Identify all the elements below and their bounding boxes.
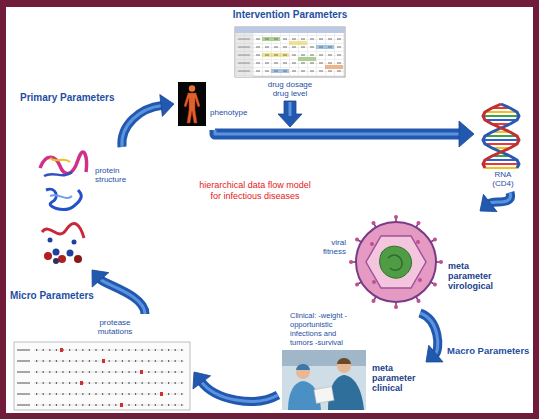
- protein-node: protein structure: [32, 147, 144, 270]
- arrow-highlight: [122, 105, 162, 147]
- flow-arrow: [480, 192, 511, 211]
- image-caption: drug dosage drug level: [265, 80, 315, 98]
- arrow-head: [426, 345, 443, 362]
- arrow-highlight: [215, 130, 460, 134]
- flow-arrow: [92, 270, 145, 314]
- arrow-head: [459, 121, 474, 147]
- arrow-head: [92, 270, 109, 287]
- arrow-head: [193, 372, 211, 389]
- arrow-highlight: [489, 192, 510, 203]
- phenotype-figure: [178, 82, 206, 126]
- arrow-body: [201, 382, 278, 402]
- image-caption: phenotype: [210, 108, 247, 117]
- clinical-list: Clinical: -weight -opportunistic infecti…: [290, 311, 352, 347]
- protease-alignment: [14, 342, 190, 410]
- arrow-highlight: [100, 279, 145, 314]
- diagram-note: hierarchical data flow model for infecti…: [196, 180, 314, 202]
- intervention-arrow: [278, 101, 302, 127]
- rna-helix: [483, 104, 519, 168]
- arrow-body: [215, 130, 460, 134]
- clinical-photo: [282, 350, 366, 410]
- rna-node: RNA (CD4): [474, 100, 528, 192]
- image-caption: protease mutations: [90, 318, 140, 336]
- protease-node: protease mutations: [10, 314, 194, 414]
- image-caption: viral fitness: [314, 238, 346, 256]
- meta-parameter: meta parameter virological: [448, 262, 498, 292]
- category-label: Intervention Parameters: [210, 9, 370, 21]
- category-label: Micro Parameters: [10, 290, 94, 302]
- flow-arrow: [122, 95, 174, 147]
- flow-arrow: [215, 121, 474, 147]
- virus-node: viral fitness meta parameter virological: [310, 211, 502, 313]
- arrow-body: [122, 105, 162, 147]
- category-label: Macro Parameters: [447, 345, 529, 356]
- virus-particle: [349, 215, 443, 309]
- protein-structures: [40, 152, 87, 264]
- category-label: Primary Parameters: [20, 92, 115, 104]
- spreadsheet-thumbnail: [235, 27, 345, 77]
- phenotype-node: phenotype: [174, 78, 251, 130]
- arrow-body: [489, 192, 510, 203]
- clinical-node: Clinical: -weight -opportunistic infecti…: [278, 307, 426, 414]
- intervention-table: drug dosage drug level: [231, 23, 349, 102]
- image-caption: RNA (CD4): [486, 170, 520, 188]
- arrow-head: [480, 194, 497, 211]
- meta-parameter: meta parameter clinical: [372, 364, 422, 394]
- flow-arrow: [420, 313, 443, 362]
- flow-arrow: [193, 372, 278, 401]
- arrow-highlight: [201, 382, 278, 402]
- arrow-body: [100, 279, 145, 314]
- image-caption: protein structure: [95, 166, 140, 184]
- arrow-head: [160, 95, 174, 117]
